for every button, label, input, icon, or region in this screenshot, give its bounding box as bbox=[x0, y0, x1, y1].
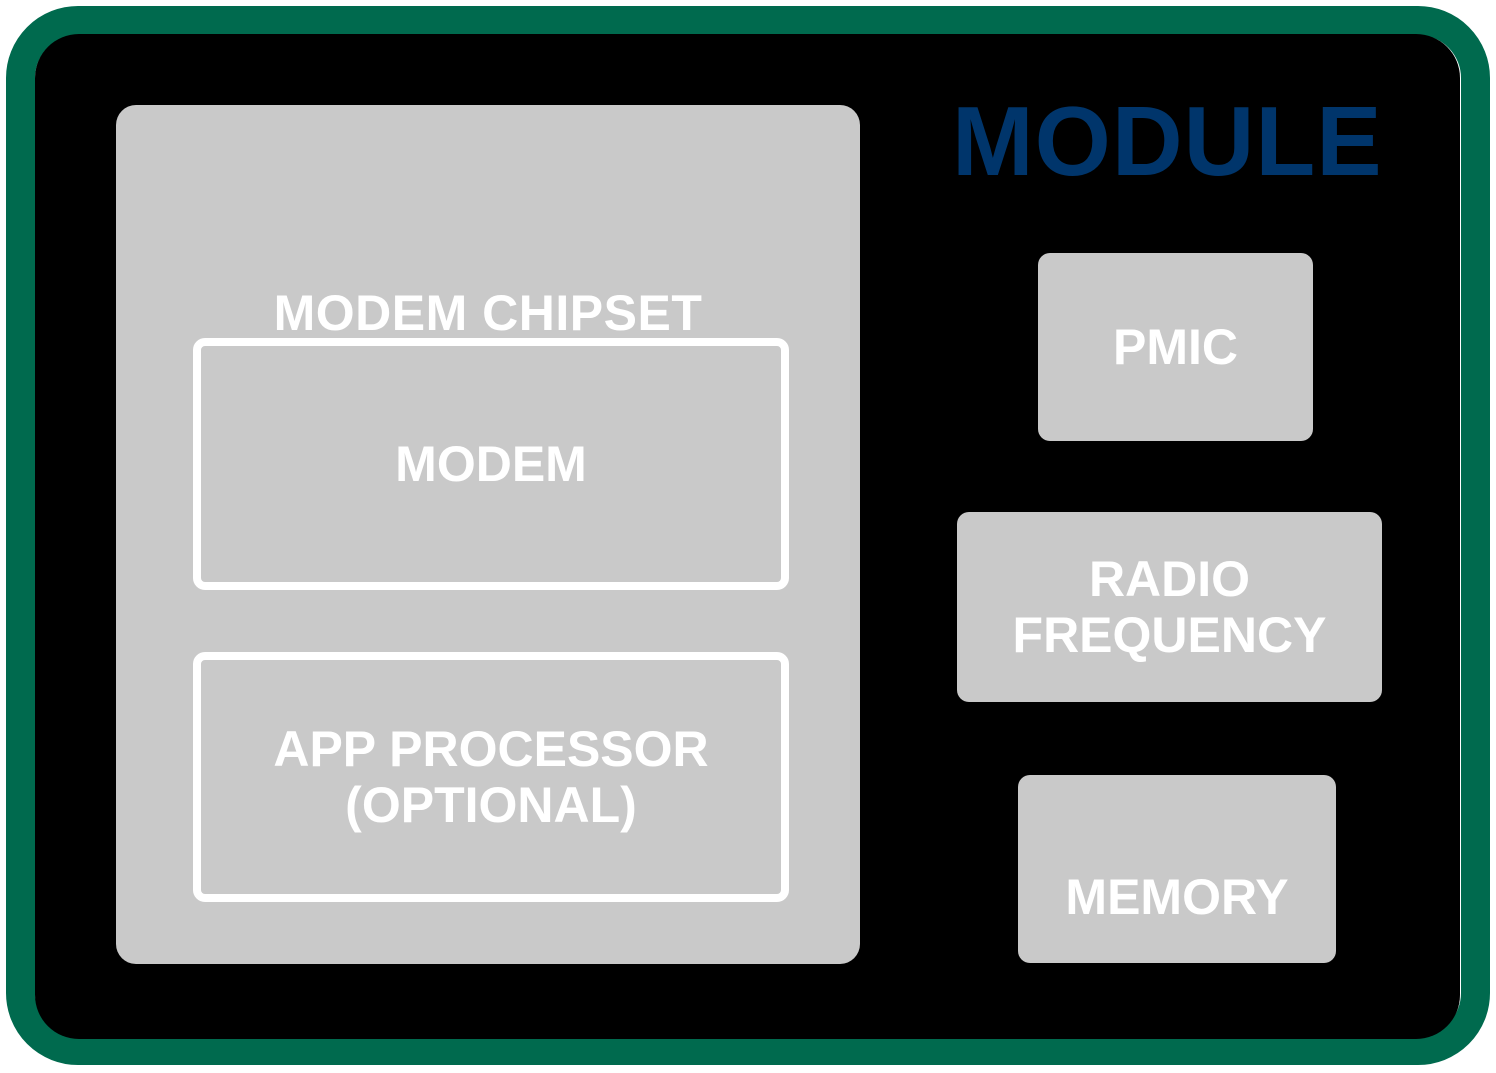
radio-frequency-tile: RADIO FREQUENCY bbox=[957, 512, 1382, 702]
modem-block: MODEM bbox=[193, 338, 789, 590]
modem-block-label: MODEM bbox=[395, 436, 587, 492]
app-processor-block-label: APP PROCESSOR (OPTIONAL) bbox=[273, 721, 709, 833]
modem-chipset-panel: MODEM CHIPSET MODEM APP PROCESSOR (OPTIO… bbox=[116, 105, 860, 964]
modem-chipset-title: MODEM CHIPSET bbox=[273, 285, 703, 341]
module-outer-frame bbox=[6, 6, 1490, 1065]
pmic-tile-label: PMIC bbox=[1113, 319, 1238, 375]
module-body: MODEM CHIPSET MODEM APP PROCESSOR (OPTIO… bbox=[35, 34, 1460, 1039]
pmic-tile: PMIC bbox=[1038, 253, 1313, 441]
radio-frequency-tile-label: RADIO FREQUENCY bbox=[1012, 551, 1327, 663]
app-processor-block: APP PROCESSOR (OPTIONAL) bbox=[193, 652, 789, 902]
module-title: MODULE bbox=[952, 86, 1383, 196]
memory-tile: MEMORY bbox=[1018, 775, 1336, 963]
memory-tile-label: MEMORY bbox=[1065, 869, 1289, 925]
